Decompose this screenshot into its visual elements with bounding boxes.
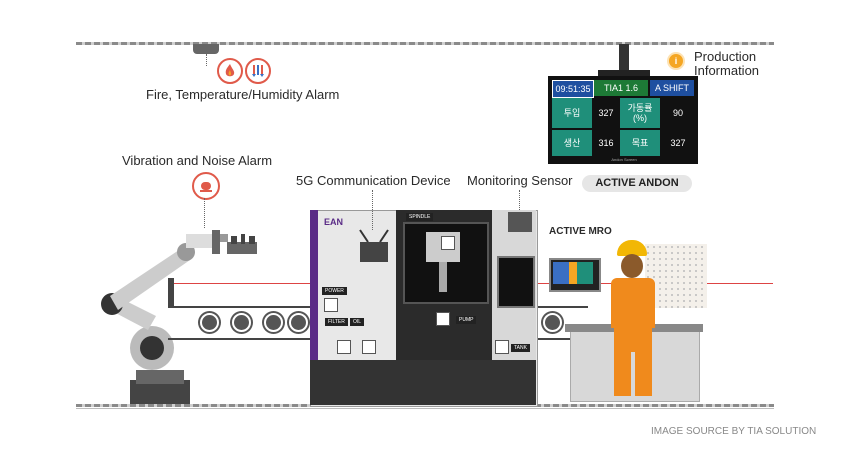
connector-line [206,54,207,66]
andon-mount [619,44,629,72]
andon-output-label: 생산 [552,130,592,156]
indicator-box [441,236,455,250]
andon-target-value: 327 [662,130,694,156]
andon-rate-value: 90 [662,98,694,128]
worker-helmet-icon [617,240,647,256]
andon-input-value: 327 [594,98,618,128]
spindle-label: SPINDLE [406,213,434,221]
oil-label: OIL [350,318,365,326]
production-info-label-line2: Information [694,63,760,78]
sensor-box-icon [508,212,532,232]
andon-input-label: 투입 [552,98,592,128]
pump-label: PUMP [456,316,477,324]
fire-icon [217,58,243,84]
conveyor-roller [200,313,219,332]
pegboard [645,244,707,308]
conveyor-roller [543,313,562,332]
comm-device-label: 5G Communication Device [296,173,451,188]
cnc-screen [497,256,535,308]
indicator-box [337,340,351,354]
andon-shift: A SHIFT [650,80,694,96]
conveyor-roller [289,313,308,332]
temperature-humidity-icon [245,58,271,84]
andon-target-label: 목표 [620,130,660,156]
monitoring-sensor-label: Monitoring Sensor [467,173,573,188]
indicator-box [436,312,450,326]
machine-side-panel [310,210,318,360]
indicator-box [362,340,376,354]
connector-line [372,190,373,230]
worker-legs-gap [631,352,635,396]
gripper-part-icon [227,234,257,254]
power-switch-icon [324,298,338,312]
andon-time: 09:51:35 [552,80,594,98]
tank-label: TANK [511,344,530,352]
fire-alarm-label: Fire, Temperature/Humidity Alarm [146,87,340,102]
conveyor-post [168,278,174,308]
router-icon [359,229,389,262]
power-label: POWER [322,287,347,295]
info-icon: i [667,52,685,70]
indicator-box [495,340,509,354]
connector-line [519,190,520,210]
mro-monitor-content [553,262,593,284]
active-mro-label: ACTIVE MRO [549,226,612,237]
andon-footer: Andon Screen [611,157,637,162]
siren-icon [192,172,220,200]
robot-arm-icon [101,230,228,404]
connector-line [204,198,205,228]
ceiling-sensor-icon [193,44,219,54]
floor-base [76,408,774,409]
production-info-label-line1: Production [694,49,757,64]
worker-head [621,254,643,278]
conveyor-roller [232,313,251,332]
andon-line: TIA1 1.6 [594,80,648,96]
worker-body [611,278,655,328]
ceiling-rail [76,42,774,45]
machine-base [310,360,536,405]
spindle-tool [439,262,447,292]
andon-output-value: 316 [594,130,618,156]
andon-bracket [598,70,650,78]
filter-label: FILTER [325,318,348,326]
conveyor-roller [264,313,283,332]
active-andon-badge: ACTIVE ANDON [582,175,692,192]
machine-logo: EAN [324,217,344,227]
vibration-alarm-label: Vibration and Noise Alarm [122,153,273,168]
andon-rate-label: 가동률 (%) [620,98,660,128]
image-source-credit: IMAGE SOURCE BY TIA SOLUTION [651,426,817,437]
